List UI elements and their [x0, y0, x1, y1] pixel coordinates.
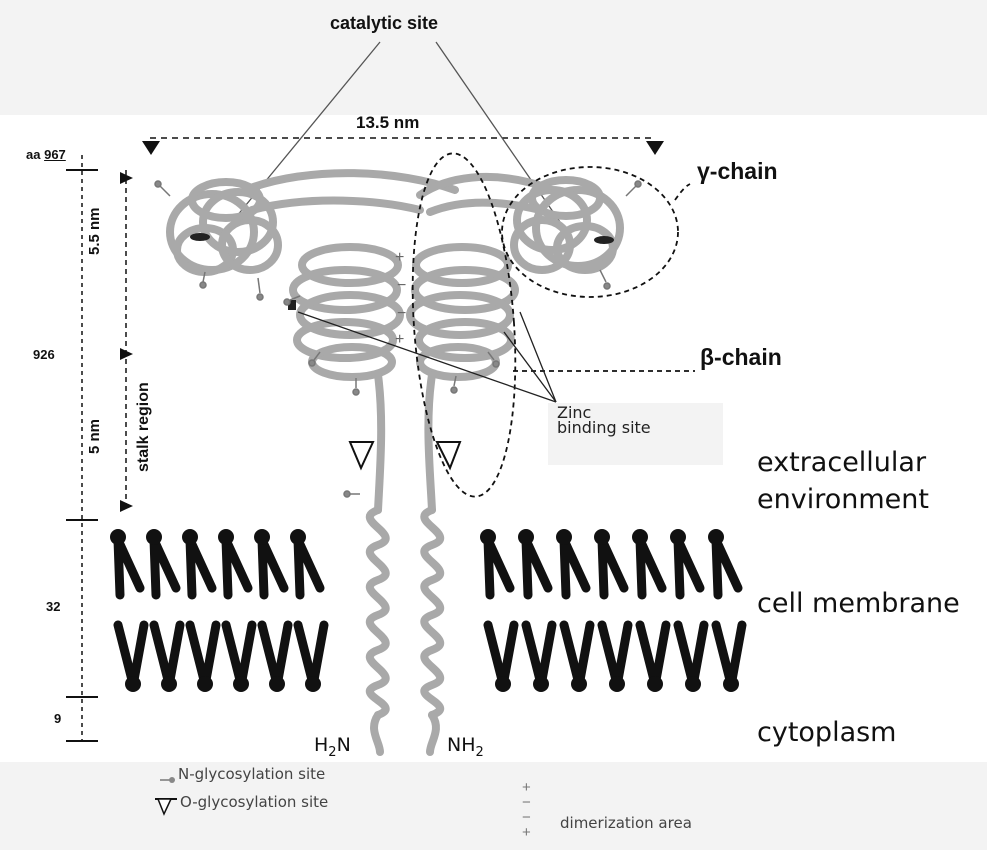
lipid-head-upper	[556, 529, 572, 545]
n-glyco-legend-icon	[160, 771, 174, 777]
lipid-lower	[262, 625, 288, 680]
lipid-upper	[262, 540, 284, 595]
lipid-head-lower	[197, 676, 213, 692]
legend-plus-bottom: +	[522, 824, 531, 841]
svg-text:−: −	[397, 277, 406, 294]
dimerization-legend-label: dimerization area	[560, 814, 692, 832]
lipid-head-lower	[495, 676, 511, 692]
nh2-label: NH2	[447, 734, 484, 760]
svg-text:+: +	[395, 331, 404, 348]
beta-chain-label: β-chain	[700, 344, 782, 371]
lipid-lower	[716, 625, 742, 680]
lipid-head-upper	[110, 529, 126, 545]
right-monomer	[410, 177, 620, 752]
lipid-head-upper	[632, 529, 648, 545]
aa-926-label: 926	[33, 347, 55, 362]
lipid-lower	[526, 625, 552, 680]
lipid-head-upper	[254, 529, 270, 545]
lipid-upper	[678, 540, 700, 595]
head-height-label: 5.5 nm	[86, 207, 103, 255]
zinc-label: Zinc binding site	[557, 405, 651, 435]
extracellular-line1: extracellular	[757, 447, 926, 478]
o-glyco-legend-label: O-glycosylation site	[180, 793, 328, 811]
lipid-head-upper	[146, 529, 162, 545]
aa-9-label: 9	[54, 711, 61, 726]
stalk-region-label: stalk region	[135, 382, 153, 472]
lipid-lower	[564, 625, 590, 680]
lipid-head-lower	[723, 676, 739, 692]
lipid-head-upper	[218, 529, 234, 545]
aa-prefix: aa	[26, 147, 40, 162]
wedge-icon	[155, 796, 179, 816]
lipid-head-lower	[609, 676, 625, 692]
lipid-head-upper	[480, 529, 496, 545]
lipid-head-lower	[533, 676, 549, 692]
lipid-upper	[190, 540, 212, 595]
lipid-head-lower	[571, 676, 587, 692]
svg-text:+: +	[395, 249, 404, 266]
extracellular-line2: environment	[757, 484, 929, 515]
lipid-lower	[488, 625, 514, 680]
width-dimension	[142, 138, 664, 155]
aa-32-label: 32	[46, 599, 60, 614]
lipid-upper	[602, 540, 624, 595]
width-label: 13.5 nm	[356, 113, 419, 133]
lipid-head-upper	[670, 529, 686, 545]
lipid-lower	[154, 625, 180, 680]
lipid-head-upper	[708, 529, 724, 545]
lipid-upper	[640, 540, 662, 595]
extracellular-label: extracellular environment	[757, 444, 929, 518]
lipid-lower	[602, 625, 628, 680]
lipid-upper	[716, 540, 738, 595]
lipid-upper	[564, 540, 586, 595]
catalytic-site-label: catalytic site	[330, 13, 438, 34]
lipid-head-lower	[161, 676, 177, 692]
lipid-head-lower	[125, 676, 141, 692]
lipid-lower	[640, 625, 666, 680]
cytoplasm-label: cytoplasm	[757, 717, 896, 748]
aa-967-value: 967	[44, 147, 66, 162]
lipid-head-lower	[647, 676, 663, 692]
lipid-upper	[526, 540, 548, 595]
cell-membrane-label: cell membrane	[757, 588, 960, 619]
lipid-lower	[226, 625, 252, 680]
lipid-lower	[298, 625, 324, 680]
lipid-upper	[118, 540, 140, 595]
lipid-lower	[678, 625, 704, 680]
lipid-upper	[488, 540, 510, 595]
n-glyco-legend-label: N-glycosylation site	[178, 765, 325, 783]
svg-text:−: −	[397, 305, 406, 322]
o-glyco-legend-icon	[155, 796, 179, 821]
lipid-head-lower	[305, 676, 321, 692]
lipid-head-upper	[182, 529, 198, 545]
lipid-head-lower	[269, 676, 285, 692]
lipid-head-lower	[233, 676, 249, 692]
h2n-label: H2N	[314, 734, 351, 760]
lipid-lower	[118, 625, 144, 680]
lipid-upper	[226, 540, 248, 595]
dimerization-legend-signs: + − − +	[522, 780, 531, 840]
pin-icon	[160, 776, 176, 784]
gamma-chain-label: γ-chain	[697, 158, 778, 185]
zinc-label-line2: binding site	[557, 418, 651, 437]
lipid-head-upper	[290, 529, 306, 545]
lipid-upper	[298, 540, 320, 595]
aa-967-label: aa 967	[26, 147, 66, 162]
stalk-height-label: 5 nm	[86, 419, 103, 454]
lipid-head-lower	[685, 676, 701, 692]
lipid-head-upper	[594, 529, 610, 545]
lipid-upper	[154, 540, 176, 595]
lipid-head-upper	[518, 529, 534, 545]
lipid-lower	[190, 625, 216, 680]
